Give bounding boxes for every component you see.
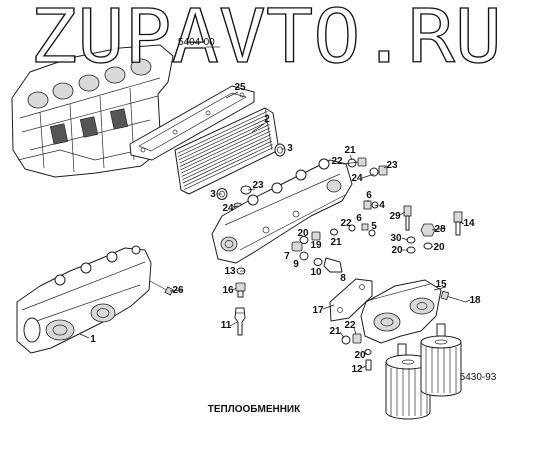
callout-label: 22 <box>340 218 352 229</box>
callout-label: 30 <box>390 233 402 244</box>
seal-ring <box>423 242 433 250</box>
core-fin <box>180 127 271 171</box>
callout-label: 21 <box>329 326 341 337</box>
reference-code-top: 5404-00 <box>178 37 215 48</box>
callout-label: 14 <box>463 218 475 229</box>
callout-label: 21 <box>344 145 356 156</box>
callout-label: 2 <box>264 114 270 125</box>
o-ring <box>274 143 286 157</box>
core-fin <box>179 120 270 164</box>
callout-label: 15 <box>435 279 447 290</box>
bolt <box>149 280 174 296</box>
core-fin <box>181 130 271 174</box>
oil-filter-1 <box>385 343 431 420</box>
seal-ring <box>406 246 416 254</box>
callout-label: 23 <box>252 180 264 191</box>
pressure-sensor <box>453 211 463 236</box>
bracket <box>329 278 373 322</box>
core-fin <box>182 137 272 181</box>
core-fin <box>179 124 270 167</box>
seal-ring <box>240 185 252 195</box>
callout-label: 3 <box>210 189 216 200</box>
washer <box>406 236 416 244</box>
callout-label: 24 <box>222 203 234 214</box>
callout-label: 3 <box>287 143 293 154</box>
callout-label: 20 <box>297 228 309 239</box>
oil-pressure-sensor <box>234 307 246 336</box>
temperature-sensor <box>403 205 412 231</box>
callout-label: 17 <box>312 305 324 316</box>
core-fin <box>178 114 269 157</box>
seal-set-lower <box>341 333 372 371</box>
oil-cooler-housing-lower <box>16 245 152 354</box>
callout-label: 8 <box>340 273 346 284</box>
fitting-set <box>299 228 338 244</box>
core-fin <box>183 143 273 187</box>
diagram-title: ТЕПЛООБМЕННИК <box>208 404 301 415</box>
heat-exchanger-cover <box>211 158 353 264</box>
callout-label: 16 <box>222 285 234 296</box>
callout-label: 9 <box>293 259 299 270</box>
adapter <box>235 282 246 298</box>
callout-label: 23 <box>386 160 398 171</box>
callout-label: 11 <box>221 320 232 331</box>
filter-ribs <box>425 347 457 393</box>
plug-set-mid <box>348 200 379 237</box>
callout-label: 28 <box>434 224 446 235</box>
oil-filter-housing <box>360 279 442 344</box>
core-fins <box>177 110 274 190</box>
callout-label: 1 <box>90 334 96 345</box>
core-fin <box>178 117 269 161</box>
fitting-set-lower <box>291 241 343 273</box>
plug-28 <box>420 223 436 237</box>
leader-lines <box>79 91 471 369</box>
callout-label: 18 <box>469 295 481 306</box>
o-ring-inner <box>277 146 283 154</box>
core-fin <box>182 140 273 184</box>
core-fin <box>181 134 272 177</box>
callout-label: 20 <box>354 350 366 361</box>
callout-label: 21 <box>330 237 342 248</box>
callout-label: 29 <box>389 211 401 222</box>
bolt <box>440 290 467 303</box>
callout-label: 19 <box>310 240 322 251</box>
callout-label: 6 <box>366 190 372 201</box>
oil-filter-2 <box>420 323 462 397</box>
callout-label: 12 <box>351 364 363 375</box>
callout-label: 26 <box>172 285 184 296</box>
callout-label: 22 <box>344 320 356 331</box>
callout-label: 20 <box>433 242 445 253</box>
core-fin <box>177 110 268 154</box>
callout-label: 7 <box>284 251 290 262</box>
callout-label: 22 <box>331 156 343 167</box>
callout-label: 24 <box>351 173 363 184</box>
callout-label: 20 <box>391 245 403 256</box>
reference-code-bottom: 5430-93 <box>460 372 497 383</box>
callout-label: 4 <box>379 200 385 211</box>
watermark: ZUPAVTO.RU <box>30 0 502 80</box>
callout-label: 25 <box>234 82 246 93</box>
gasket <box>129 85 255 161</box>
callout-label: 10 <box>310 267 322 278</box>
callout-labels: 25 2 3 21 22 23 24 3 23 24 6 4 29 22 6 5… <box>90 82 481 375</box>
core-fin <box>184 147 274 190</box>
callout-label: 13 <box>224 266 236 277</box>
callout-label: 5 <box>371 221 377 232</box>
callout-label: 6 <box>356 213 362 224</box>
